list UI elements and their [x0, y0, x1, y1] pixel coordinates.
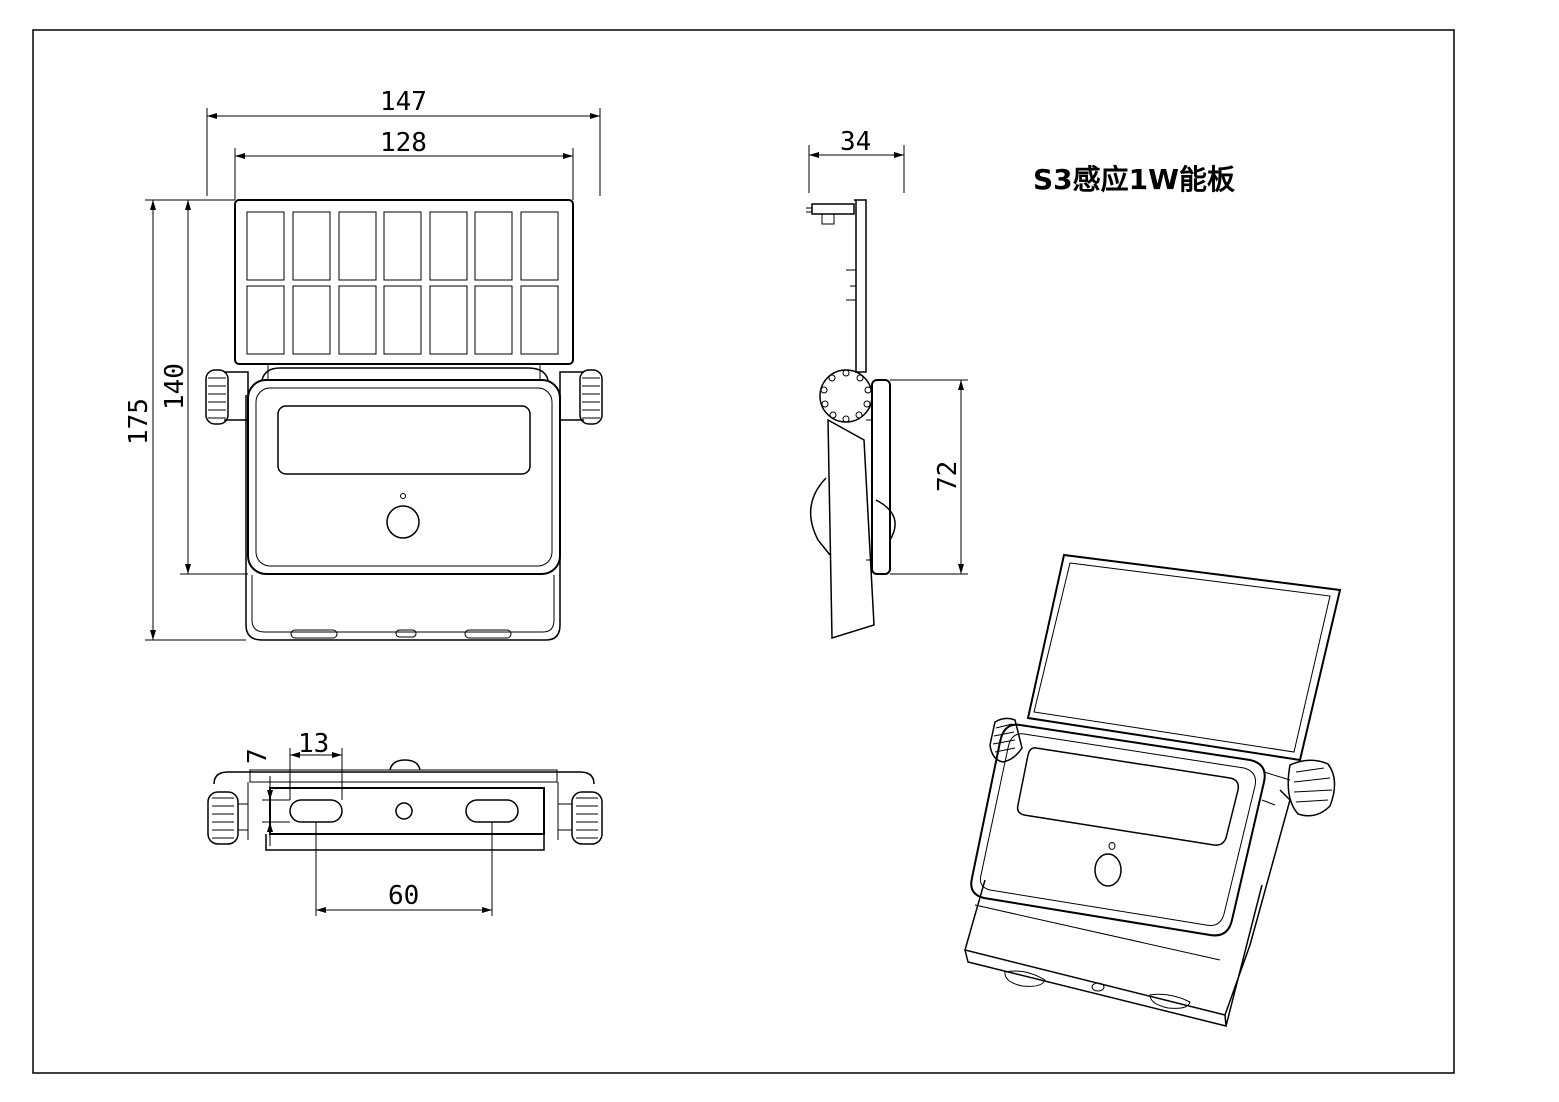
dim-front-overall-height: 175 [124, 398, 154, 445]
iso-left-knob [989, 717, 1023, 763]
mounting-bracket [245, 395, 561, 641]
side-knob [819, 369, 873, 423]
dim-side-body-height: 72 [933, 461, 963, 492]
dim-side-depth: 34 [840, 127, 871, 157]
lamp-body [247, 379, 561, 575]
right-knob [559, 369, 603, 425]
dim-front-body-height: 140 [160, 363, 190, 410]
bottom-view: 13 7 60 [207, 729, 603, 916]
dim-bottom-slot-height: 7 [243, 748, 273, 764]
dim-bottom-slot-spacing: 60 [388, 881, 419, 911]
dim-bottom-slot-width: 13 [298, 729, 329, 759]
isometric-view [964, 553, 1342, 1027]
solar-panel-frame [234, 199, 574, 365]
drawing-border [32, 29, 1455, 1074]
iso-pir-sensor [1094, 853, 1122, 887]
led-window [277, 405, 531, 475]
pir-sensor [386, 505, 420, 539]
iso-solar-panel [1026, 553, 1342, 762]
iso-bracket [964, 789, 1291, 1027]
bottom-slot-left [289, 799, 343, 823]
indicator-led [400, 493, 406, 499]
dim-front-panel-width: 128 [380, 128, 427, 158]
left-knob [205, 369, 249, 425]
bottom-slot-right [465, 799, 519, 823]
iso-right-knob [1287, 759, 1336, 817]
side-lamp-body [871, 379, 891, 575]
drawing-title: S3感应1W能板 [1033, 163, 1235, 196]
dim-front-overall-width: 147 [380, 87, 427, 117]
side-view: 34 72 [806, 127, 968, 640]
solar-cells [246, 211, 559, 355]
bottom-plate [269, 787, 545, 835]
iso-led-window [1016, 747, 1240, 846]
front-view: 147 128 175 140 [124, 87, 603, 641]
side-bracket [827, 418, 875, 640]
bottom-center-hole [395, 802, 413, 820]
